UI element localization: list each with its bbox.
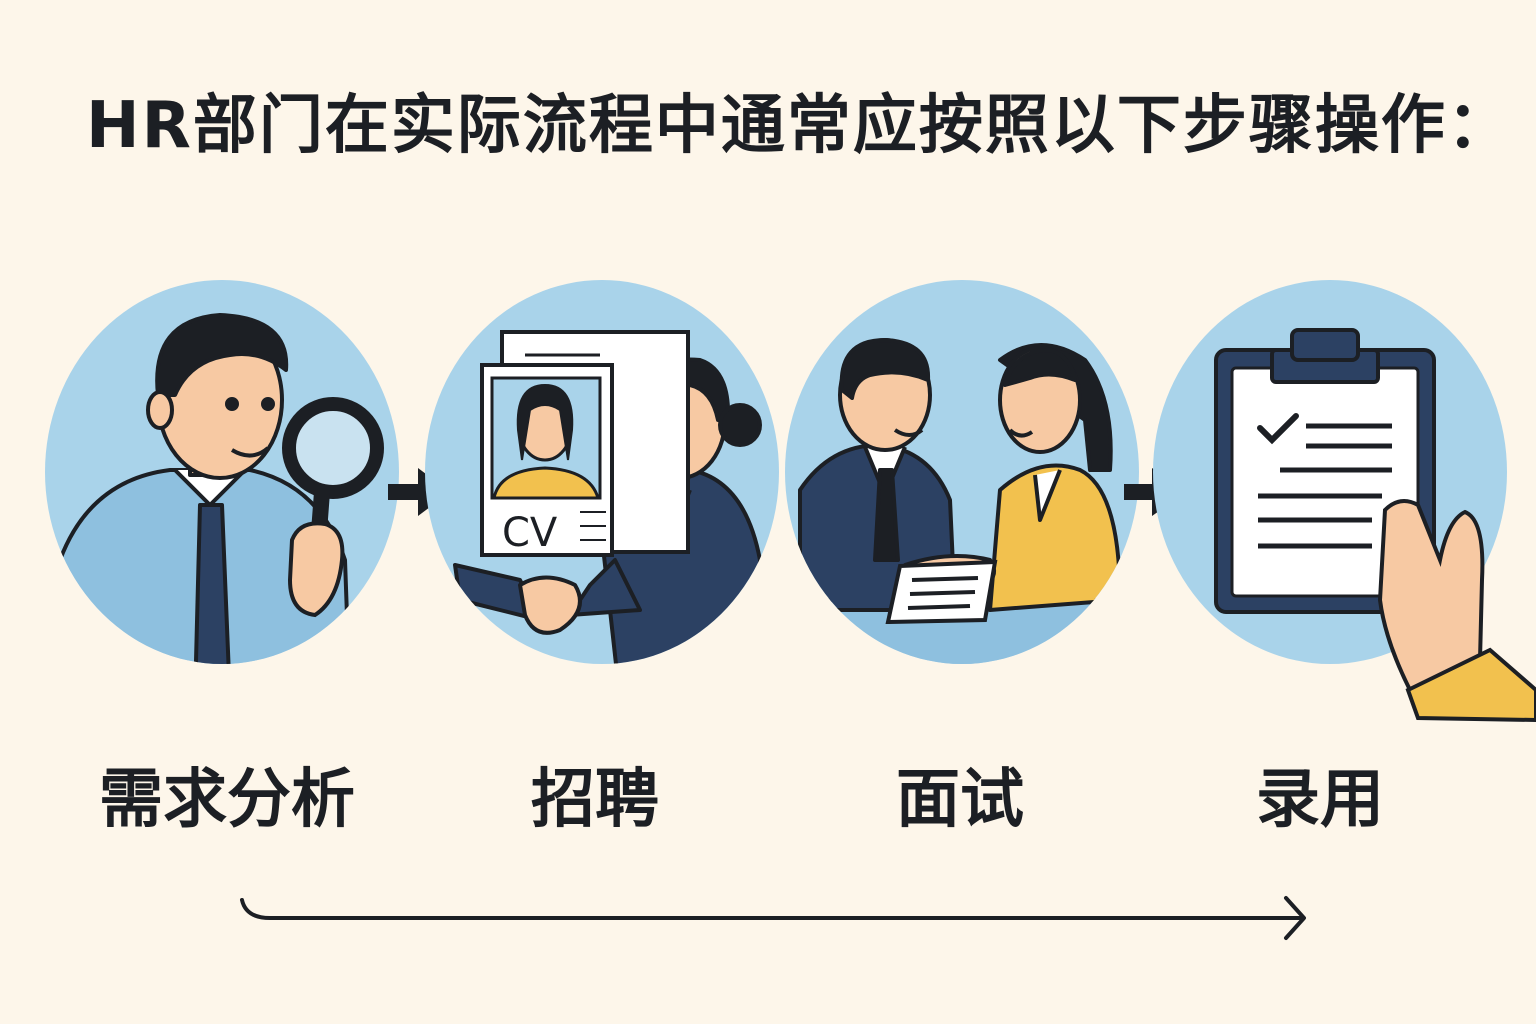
cv-document [480,330,690,557]
step4-illustration [1153,280,1536,723]
step1-illustration [45,280,399,664]
document-icon [885,559,998,625]
step-label-recruitment: 招聘 [531,763,659,837]
timeline-arrow [240,896,1306,940]
step3-illustration [785,280,1139,664]
magnifier-icon [282,397,384,618]
step-label-interview: 面试 [896,763,1024,837]
step-label-needs-analysis: 需求分析 [99,763,355,837]
clipboard-checklist-icon [1214,328,1536,723]
step-label-hiring: 录用 [1256,763,1384,837]
cv-label: CV [502,510,558,556]
page-title: HR部门在实际流程中通常应按照以下步骤操作： [86,89,1513,163]
step2-illustration: CV [425,280,779,664]
